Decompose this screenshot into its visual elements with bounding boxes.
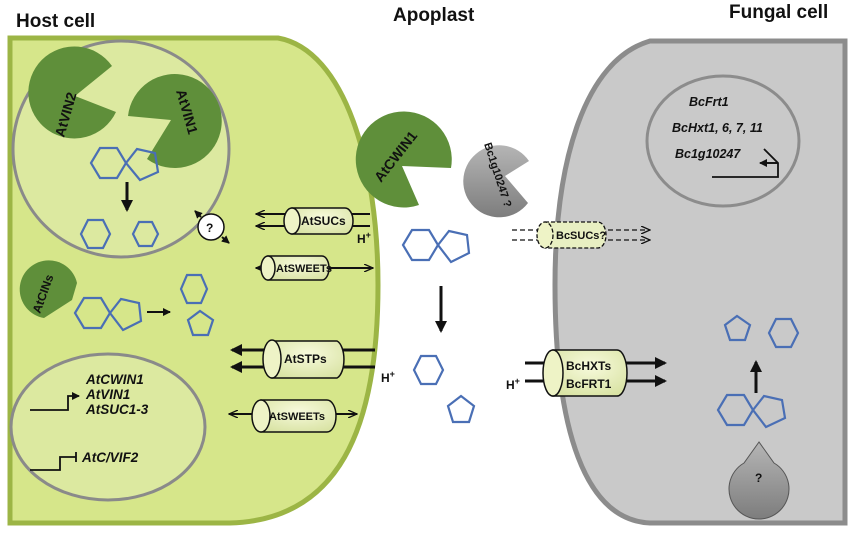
atcwin1-enzyme: AtCWIN1 [355,111,452,208]
fructose-molecule [446,394,476,424]
fungal-gene: BcFrt1 [689,95,729,109]
bchxts-label: BcHXTs [566,359,611,373]
fungal-unknown-enzyme: ? [728,441,790,520]
bcfrt1-label: BcFRT1 [566,377,612,391]
atvin2-enzyme: AtVIN2 [28,46,116,139]
glucose-molecule [131,220,160,248]
fungal-cell-header: Fungal cell [729,2,828,23]
proton-label: H+ [506,376,520,392]
sucrose-molecule [716,393,787,429]
tonoplast-transporter [197,213,225,241]
nucleus-gene: AtSUC1-3 [85,402,149,417]
glucose-molecule [767,317,800,349]
sucrose-molecule [89,146,160,182]
atsweets-transporter-upper: AtSWEETs [256,255,373,281]
atstps-label: AtSTPs [284,352,327,366]
glucose-molecule [179,273,209,305]
nucleus-gene-repressed: AtC/VIF2 [81,450,139,465]
influx-arrow [221,235,230,244]
upregulation-promoter-arrow [30,392,80,411]
sucrose-molecule [73,296,143,332]
fructose-molecule [723,314,752,342]
bcsucs-transporter: BcSUCs? [512,221,650,249]
host-cell-header: Host cell [16,11,95,32]
glucose-molecule [79,218,112,250]
bchxts-bcfrt1-transporter: BcHXTs BcFRT1 [525,349,667,397]
bc1g10247-enzyme: Bc1g10247 ? [463,141,529,218]
atstps-transporter: AtSTPs [230,339,375,379]
fructose-molecule [186,309,215,337]
nucleus-gene: AtCWIN1 [85,372,144,387]
proton-label: H+ [357,230,371,246]
nucleus-gene: AtVIN1 [85,387,130,402]
fungal-gene: Bc1g10247 [675,147,741,161]
tonoplast-transporter-label: ? [206,221,213,235]
apoplast-header: Apoplast [393,5,475,26]
atvin1-enzyme: AtVIN1 [128,74,222,169]
bcsucs-label: BcSUCs? [556,230,606,242]
fungal-nucleus [645,74,801,208]
sucrose-molecule [401,228,471,264]
fungal-gene: BcHxt1, 6, 7, 11 [672,121,763,135]
atsweets-upper-label: AtSWEETs [276,263,332,275]
efflux-arrow [194,210,203,219]
atsucs-label: AtSUCs [301,214,346,228]
proton-label: H+ [381,369,395,385]
atsweets-transporter-lower: AtSWEETs [229,399,357,433]
fungal-unknown-enzyme-label: ? [755,471,762,485]
atcins-enzyme: AtCINs [19,260,77,318]
atsweets-lower-label: AtSWEETs [269,411,325,423]
glucose-molecule [412,354,445,386]
repression-promoter [30,456,76,471]
atsucs-transporter: AtSUCs [256,207,370,235]
